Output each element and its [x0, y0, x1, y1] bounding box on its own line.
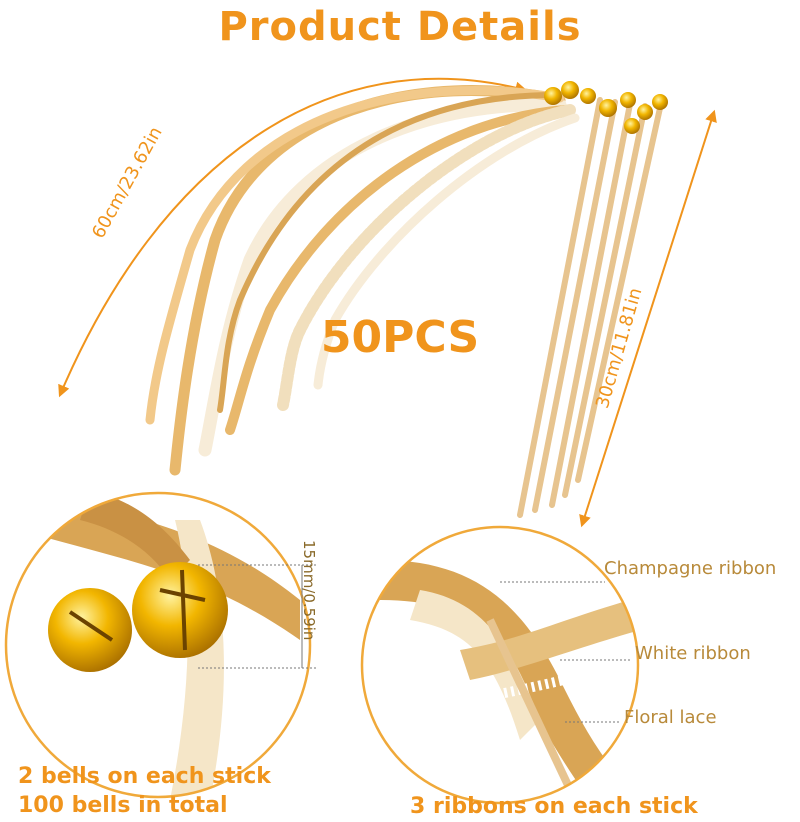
champagne-ribbon-label: Champagne ribbon — [604, 558, 777, 579]
ribbons-per-stick-caption: 3 ribbons on each stick — [410, 794, 698, 819]
floral-lace-label: Floral lace — [624, 707, 717, 728]
quantity-label: 50PCS — [320, 312, 480, 363]
stick-length-arrow — [579, 109, 717, 528]
top-bells — [544, 81, 668, 134]
white-ribbon-label: White ribbon — [635, 643, 751, 664]
bells-total-caption: 100 bells in total — [18, 793, 228, 818]
ribbons — [145, 85, 580, 476]
sticks — [517, 97, 663, 518]
bells-per-stick-caption: 2 bells on each stick — [18, 764, 271, 789]
page-title: Product Details — [218, 4, 582, 50]
bell-detail-circle — [4, 491, 318, 799]
ribbon-length-arrow — [58, 77, 528, 398]
ribbon-detail-circle — [360, 525, 640, 805]
bell-size-label: 15mm/0.59in — [300, 540, 318, 641]
